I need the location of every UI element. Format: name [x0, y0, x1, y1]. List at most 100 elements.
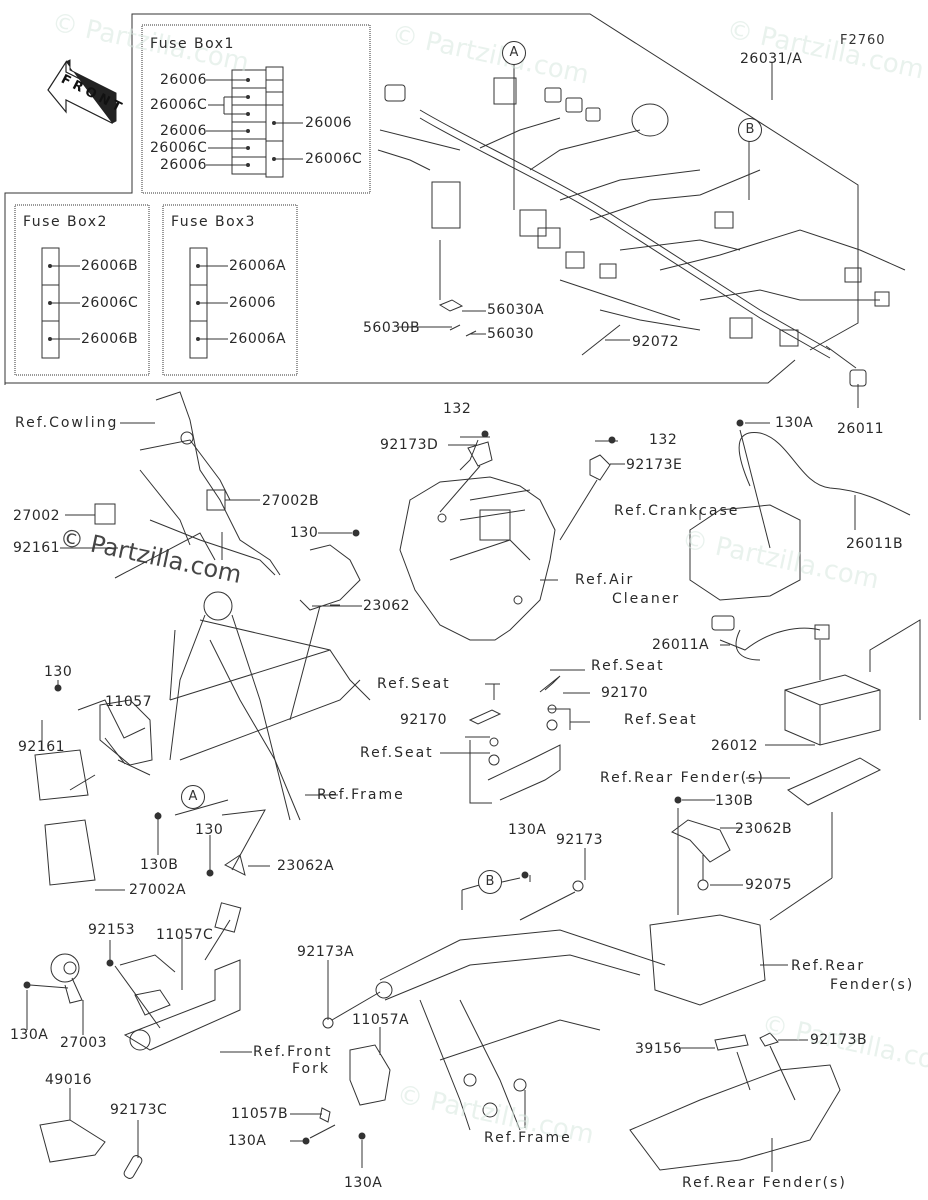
part-label[interactable]: 92170	[601, 685, 649, 701]
fuse-box3-title: Fuse Box3	[171, 214, 256, 230]
crankcase	[689, 504, 801, 601]
part-label[interactable]: 11057B	[231, 1106, 289, 1122]
callout-a: A	[181, 785, 205, 809]
fuse-box1-leaders	[206, 79, 303, 166]
fuse-box1-label: 26006	[160, 72, 208, 88]
part-label[interactable]: 130B	[715, 793, 754, 809]
reference-label: Ref.Seat	[360, 745, 434, 761]
reference-label: Ref.Cowling	[15, 415, 119, 431]
reference-label: Ref.Seat	[591, 658, 665, 674]
reference-label: Ref.Frame	[484, 1130, 572, 1146]
fuse-box2-label: 26006B	[81, 258, 139, 274]
part-label[interactable]: 56030	[487, 326, 535, 342]
part-label[interactable]: 92161	[18, 739, 66, 755]
part-label[interactable]: 11057A	[352, 1012, 410, 1028]
part-label[interactable]: 130A	[508, 822, 547, 838]
fuse-box1-label: 26006	[305, 115, 353, 131]
fuse-box1-label: 26006C	[305, 151, 363, 167]
part-label[interactable]: 26011A	[652, 637, 710, 653]
part-label[interactable]: 27002	[13, 508, 61, 524]
part-label[interactable]: 23062	[363, 598, 411, 614]
fuse-box1-dots	[246, 78, 276, 167]
part-label[interactable]: 23062B	[735, 821, 793, 837]
part-label[interactable]: 49016	[45, 1072, 93, 1088]
part-label[interactable]: 26031/A	[740, 51, 803, 67]
main-frame	[169, 591, 371, 821]
part-26011-relay	[849, 369, 867, 387]
part-label[interactable]: 92170	[400, 712, 448, 728]
cowling-stay	[94, 391, 281, 576]
part-label[interactable]: 132	[649, 432, 678, 448]
fuse-box1-dividers	[232, 79, 283, 158]
part-label[interactable]: 92072	[632, 334, 680, 350]
battery-case	[649, 914, 766, 1006]
reference-label: Ref.Seat	[377, 676, 451, 692]
main-wiring-harness	[377, 77, 906, 387]
part-label[interactable]: 92173E	[626, 457, 683, 473]
fuse-box1-label: 26006	[160, 157, 208, 173]
part-label[interactable]: 92173D	[380, 437, 439, 453]
part-label[interactable]: 92173A	[297, 944, 355, 960]
part-39156	[714, 1034, 749, 1051]
part-label[interactable]: 27002A	[129, 882, 187, 898]
part-label[interactable]: 27002B	[262, 493, 320, 509]
battery	[784, 674, 881, 746]
reference-label: Ref.Rear Fender(s)	[682, 1175, 847, 1191]
part-label[interactable]: 92075	[745, 877, 793, 893]
part-label[interactable]: 130B	[140, 857, 179, 873]
steering-stem	[123, 959, 241, 1051]
part-label[interactable]: 130	[44, 664, 73, 680]
callout-a: A	[502, 41, 526, 65]
part-label[interactable]: 130	[195, 822, 224, 838]
air-cleaner-housing	[399, 476, 556, 641]
part-label[interactable]: 39156	[635, 1041, 683, 1057]
rear-fender	[629, 1064, 841, 1171]
part-label[interactable]: 26011	[837, 421, 885, 437]
fuse-box3-label: 26006	[229, 295, 277, 311]
part-label[interactable]: 56030B	[363, 320, 421, 336]
plate-49016	[39, 1119, 106, 1163]
reference-label: Ref.Frame	[317, 787, 405, 803]
fuse-box3-label: 26006A	[229, 258, 287, 274]
part-label[interactable]: 130A	[10, 1027, 49, 1043]
part-label[interactable]: 11057C	[156, 927, 214, 943]
fuse-box1-label: 26006C	[150, 140, 208, 156]
reference-label: Fork	[292, 1061, 330, 1077]
part-label[interactable]: 23062A	[277, 858, 335, 874]
callout-b: B	[738, 118, 762, 142]
part-label[interactable]: 92161	[13, 540, 61, 556]
fuse-box1-label: 26006	[160, 123, 208, 139]
battery-cable-26011A	[719, 627, 821, 661]
reference-label: Ref.Rear Fender(s)	[600, 770, 765, 786]
fuse-box1-label: 26006C	[150, 97, 208, 113]
reference-label: Cleaner	[612, 591, 681, 607]
front-arrow-icon	[47, 59, 117, 124]
reference-label: Ref.Air	[575, 572, 635, 588]
part-label[interactable]: 11057	[105, 694, 153, 710]
fuse-box2-label: 26006B	[81, 331, 139, 347]
fuse-box1-title: Fuse Box1	[150, 36, 235, 52]
part-label[interactable]: 92153	[88, 922, 136, 938]
part-label[interactable]: 130A	[344, 1175, 383, 1191]
part-label[interactable]: 130A	[228, 1133, 267, 1149]
part-label[interactable]: 26012	[711, 738, 759, 754]
fuse-box3-label: 26006A	[229, 331, 287, 347]
part-label[interactable]: 130A	[775, 415, 814, 431]
part-label[interactable]: 130	[290, 525, 319, 541]
part-label[interactable]: 27003	[60, 1035, 108, 1051]
reference-label: Ref.Crankcase	[614, 503, 740, 519]
part-label[interactable]: 132	[443, 401, 472, 417]
reference-label: Ref.Seat	[624, 712, 698, 728]
reference-label: Ref.Rear	[791, 958, 866, 974]
part-label[interactable]: 26011B	[846, 536, 904, 552]
part-label[interactable]: 92173C	[110, 1102, 168, 1118]
reference-label: Fender(s)	[830, 977, 915, 993]
part-label[interactable]: 92173B	[810, 1032, 868, 1048]
rear-frame	[375, 929, 666, 1131]
part-label[interactable]: 56030A	[487, 302, 545, 318]
part-label[interactable]: 92173	[556, 832, 604, 848]
fuse-box2-frame	[14, 204, 150, 376]
battery-pad	[787, 757, 882, 806]
